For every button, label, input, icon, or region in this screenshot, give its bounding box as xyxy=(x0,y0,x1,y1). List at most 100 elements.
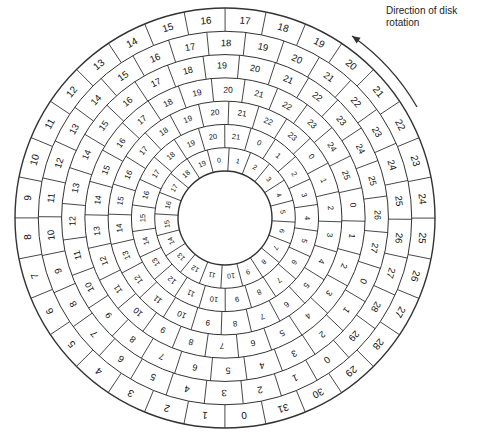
sector-divider xyxy=(356,161,378,169)
sector-number: 7 xyxy=(259,312,266,321)
sector-divider xyxy=(269,88,278,110)
sector-divider xyxy=(102,150,122,161)
sector-divider xyxy=(388,219,411,220)
track-circle xyxy=(62,55,389,382)
sector-number: 9 xyxy=(234,295,239,303)
sector-number: 16 xyxy=(115,136,127,149)
sector-divider xyxy=(77,69,93,85)
sector-divider xyxy=(221,312,223,335)
sector-divider xyxy=(184,401,189,424)
sector-number: 4 xyxy=(316,258,325,265)
sector-divider xyxy=(339,188,362,193)
sector-divider xyxy=(168,65,176,87)
track-circle xyxy=(131,124,318,311)
sector-number: 13 xyxy=(67,122,81,136)
sector-divider xyxy=(242,79,245,102)
sector-divider xyxy=(398,138,420,147)
sector-number: 12 xyxy=(166,274,177,285)
sector-divider xyxy=(261,401,266,424)
sector-divider xyxy=(122,123,139,139)
sector-number: 8 xyxy=(67,300,78,309)
sector-number: 18 xyxy=(181,169,191,179)
sector-divider xyxy=(308,163,329,174)
sector-divider xyxy=(306,360,318,380)
sector-divider xyxy=(199,262,208,284)
sector-number: 2 xyxy=(326,205,334,210)
sector-number: 28 xyxy=(369,300,383,314)
sector-number: 19 xyxy=(182,114,193,125)
sector-number: 4 xyxy=(184,384,191,394)
sector-divider xyxy=(269,235,291,244)
sector-number: 15 xyxy=(116,69,130,83)
sector-number: 23 xyxy=(306,117,319,130)
sector-divider xyxy=(108,214,131,216)
sector-divider xyxy=(237,55,239,78)
sector-divider xyxy=(263,277,276,297)
sector-number: 6 xyxy=(116,354,126,365)
sector-divider xyxy=(304,267,324,279)
sector-divider xyxy=(210,358,212,381)
sector-number: 1 xyxy=(235,157,240,165)
sector-divider xyxy=(334,340,349,357)
sector-divider xyxy=(295,228,318,231)
sector-divider xyxy=(145,133,161,150)
sector-divider xyxy=(19,254,42,259)
sector-number: 3 xyxy=(299,192,307,198)
sector-number: 19 xyxy=(192,87,203,97)
sector-divider xyxy=(113,184,135,191)
sector-number: 10 xyxy=(29,154,42,168)
sector-number: 6 xyxy=(282,299,290,308)
sector-number: 21 xyxy=(322,70,336,84)
sector-divider xyxy=(330,156,351,166)
sector-number: 4 xyxy=(275,191,283,197)
sector-divider xyxy=(207,150,213,173)
sector-divider xyxy=(380,101,399,114)
sector-divider xyxy=(85,214,108,216)
sector-number: 20 xyxy=(250,64,262,75)
sector-divider xyxy=(243,32,246,55)
sector-number: 0 xyxy=(348,203,357,209)
sector-number: 22 xyxy=(349,95,363,109)
sector-number: 13 xyxy=(176,252,186,262)
sector-number: 26 xyxy=(408,269,421,283)
sector-number: 16 xyxy=(148,51,161,64)
sector-divider xyxy=(314,128,332,143)
rotation-arrow xyxy=(352,36,417,107)
track-circle xyxy=(155,148,296,289)
sector-number: 8 xyxy=(256,288,263,297)
sector-divider xyxy=(133,56,145,76)
sector-divider xyxy=(274,374,281,396)
sector-divider xyxy=(76,350,92,366)
sector-divider xyxy=(141,338,153,358)
sector-divider xyxy=(157,230,180,236)
sector-number: 11 xyxy=(112,283,124,295)
sector-number: 21 xyxy=(232,133,241,142)
sector-divider xyxy=(245,128,252,150)
track-circle xyxy=(108,101,342,335)
sector-divider xyxy=(90,181,112,187)
sector-divider xyxy=(380,322,399,335)
sector-number: 14 xyxy=(124,36,139,50)
sector-divider xyxy=(126,156,146,168)
sector-number: 9 xyxy=(22,195,32,202)
sector-number: 11 xyxy=(72,250,83,261)
sector-divider xyxy=(111,239,134,244)
sector-number: 18 xyxy=(158,127,170,139)
sector-number: 0 xyxy=(241,410,248,420)
sector-divider xyxy=(268,63,275,85)
sector-number: 22 xyxy=(310,91,323,104)
sector-divider xyxy=(50,101,69,114)
sector-number: 1 xyxy=(202,410,209,420)
sector-divider xyxy=(326,315,343,331)
sector-number: 5 xyxy=(302,281,311,290)
sector-number: 22 xyxy=(281,100,293,112)
sector-number: 23 xyxy=(286,131,298,143)
sector-divider xyxy=(140,179,161,189)
sector-number: 20 xyxy=(210,109,220,118)
sector-number: 17 xyxy=(138,145,150,157)
sector-number: 0 xyxy=(306,153,315,161)
track-circle xyxy=(15,8,435,428)
sector-divider xyxy=(358,109,377,123)
sector-number: 3 xyxy=(324,232,333,238)
sector-number: 13 xyxy=(71,182,82,194)
